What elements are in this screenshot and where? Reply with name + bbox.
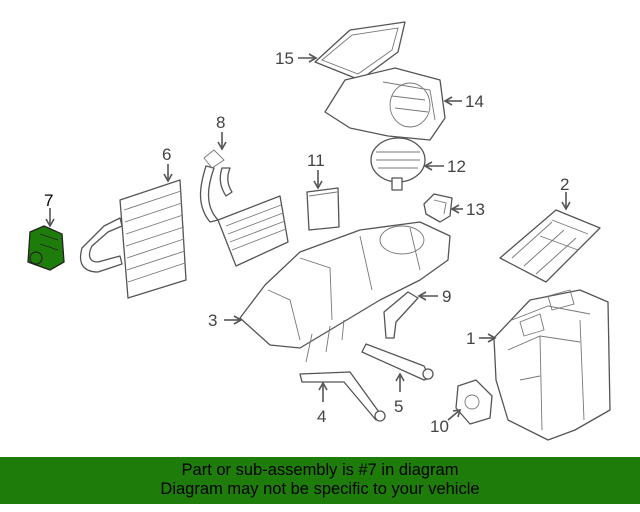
part-7-expansion-valve[interactable] xyxy=(27,225,65,271)
callout-13: 13 xyxy=(466,200,485,219)
part-12-blower-motor[interactable] xyxy=(370,137,426,191)
callout-15: 15 xyxy=(275,49,294,68)
callout-9: 9 xyxy=(442,287,451,306)
banner-line-1: Part or sub-assembly is #7 in diagram xyxy=(181,461,459,479)
part-13-blower-resistor[interactable] xyxy=(423,193,453,223)
callout-14: 14 xyxy=(465,92,484,111)
part-2-seal[interactable] xyxy=(499,209,601,283)
callout-7: 7 xyxy=(44,191,53,210)
part-3-hvac-case[interactable] xyxy=(239,221,451,363)
callout-8: 8 xyxy=(216,113,225,132)
exploded-parts-diagram: 15 14 12 13 xyxy=(27,21,611,441)
callout-3: 3 xyxy=(208,311,217,330)
part-15-filter-frame[interactable] xyxy=(314,21,406,81)
part-5-linkage-rod[interactable] xyxy=(361,343,434,381)
callout-12: 12 xyxy=(447,157,466,176)
callout-1: 1 xyxy=(466,329,475,348)
callout-4: 4 xyxy=(317,407,326,426)
part-9-actuator[interactable] xyxy=(383,291,419,339)
part-11-cabin-filter[interactable] xyxy=(306,187,340,231)
callout-11: 11 xyxy=(307,151,325,170)
part-1-lower-case[interactable] xyxy=(493,289,611,441)
part-14-blower-housing[interactable] xyxy=(324,67,446,141)
info-banner: Part or sub-assembly is #7 in diagram Di… xyxy=(0,457,640,504)
callout-6: 6 xyxy=(162,145,171,164)
callout-2: 2 xyxy=(560,175,569,194)
banner-line-2: Diagram may not be specific to your vehi… xyxy=(160,480,480,498)
callout-5: 5 xyxy=(394,397,403,416)
part-10-actuator-motor[interactable] xyxy=(455,379,493,425)
callout-10: 10 xyxy=(430,417,449,436)
part-4-linkage-rod[interactable] xyxy=(299,371,386,422)
part-6-evaporator-core[interactable] xyxy=(79,179,187,299)
part-8-heater-core[interactable] xyxy=(199,149,289,267)
